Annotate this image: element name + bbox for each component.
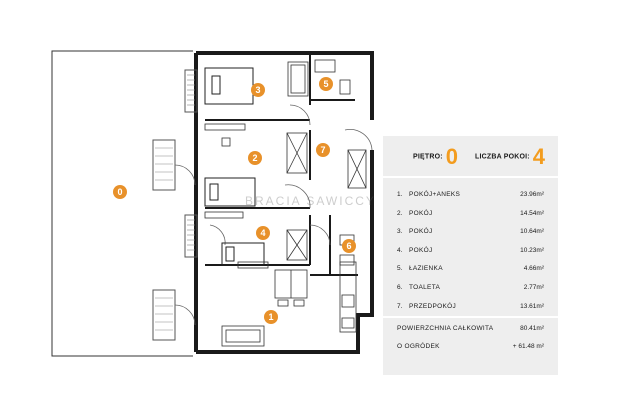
- list-item: 1. POKÓJ+ANEKS 23.96m²: [383, 186, 558, 205]
- room-number: 7.: [397, 302, 403, 310]
- garden-value: + 61.48 m²: [512, 343, 544, 350]
- room-area: 2.77m²: [523, 283, 544, 291]
- room-badge-1: [264, 310, 278, 324]
- balcony-hatching: [155, 74, 195, 331]
- list-item: 6. TOALETA 2.77m²: [383, 279, 558, 298]
- kitchen: [339, 261, 357, 333]
- balcony-left: [152, 69, 198, 341]
- bathroom-fixtures: [287, 59, 355, 266]
- room-area: 23.96m²: [520, 191, 544, 198]
- door-swings: [174, 104, 373, 326]
- room-badge-4: [256, 226, 270, 240]
- rooms-count-label: LICZBA POKOI:: [475, 153, 530, 161]
- exterior-walls: [194, 51, 374, 354]
- room-number: 5.: [397, 265, 403, 273]
- room-badge-label: 6: [346, 241, 351, 251]
- room-badge-6: [342, 239, 356, 253]
- room-number: 3.: [397, 228, 403, 236]
- room-badge-label: 0: [117, 187, 122, 197]
- room-name: POKÓJ+ANEKS: [409, 191, 461, 198]
- room-name: POKÓJ: [409, 228, 433, 236]
- garden-label: O OGRÓDEK: [397, 343, 440, 350]
- room-area: 10.64m²: [520, 228, 544, 236]
- floor-value: 0: [445, 144, 458, 169]
- divider-top: [383, 176, 558, 178]
- furniture-beds: [204, 67, 265, 266]
- room-badge-0: [113, 185, 127, 199]
- interior-walls: [205, 53, 358, 276]
- room-name: PRZEDPOKÓJ: [409, 302, 457, 310]
- garden-outline: [51, 50, 193, 357]
- panel-header: PIĘTRO: 0 LICZBA POKOI: 4: [383, 144, 558, 172]
- floor-label: PIĘTRO:: [413, 153, 443, 161]
- dining-table: [274, 269, 308, 307]
- list-item: 5. ŁAZIENKA 4.66m²: [383, 260, 558, 279]
- room-number: 2.: [397, 209, 403, 217]
- room-area: 14.54m²: [520, 209, 544, 217]
- room-badge-2: [248, 151, 262, 165]
- room-number: 4.: [397, 246, 403, 254]
- rooms-count-info: LICZBA POKOI: 4: [475, 144, 545, 170]
- total-area-value: 80.41m²: [520, 325, 544, 332]
- rooms-count-value: 4: [532, 144, 546, 169]
- room-badge-3: [251, 83, 265, 97]
- room-name: TOALETA: [409, 283, 441, 291]
- room-number: 6.: [397, 283, 403, 291]
- room-name: POKÓJ: [409, 209, 433, 217]
- list-item: 4. POKÓJ 10.23m²: [383, 242, 558, 261]
- list-item: 2. POKÓJ 14.54m²: [383, 205, 558, 224]
- furniture-wardrobes: [286, 132, 367, 261]
- room-badge-label: 2: [252, 153, 257, 163]
- room-badge-5: [319, 77, 333, 91]
- sofa: [221, 325, 265, 347]
- room-area: 10.23m²: [520, 246, 544, 254]
- watermark: BRACIA SAWICCY: [245, 194, 376, 208]
- room-name: POKÓJ: [409, 246, 433, 254]
- floor-info: PIĘTRO: 0: [413, 144, 458, 170]
- room-area: 4.66m²: [523, 265, 544, 273]
- room-badge-label: 5: [323, 79, 328, 89]
- furniture-desks: [204, 123, 269, 269]
- room-area: 13.61m²: [520, 302, 544, 310]
- room-badge-label: 3: [255, 85, 260, 95]
- totals: POWIERZCHNIA CAŁKOWITA 80.41m² O OGRÓDEK…: [383, 320, 558, 356]
- room-badge-label: 7: [320, 145, 325, 155]
- garden-row: O OGRÓDEK + 61.48 m²: [383, 338, 558, 356]
- divider-bottom: [383, 316, 558, 318]
- room-number: 1.: [397, 191, 403, 198]
- room-badges: 0 1 2 3 4 5 6 7: [113, 77, 356, 324]
- room-badge-7: [316, 143, 330, 157]
- room-badge-label: 4: [260, 228, 265, 238]
- total-area-row: POWIERZCHNIA CAŁKOWITA 80.41m²: [383, 320, 558, 338]
- floor-plan: 0 1 2 3 4 5 6 7 BRACIA SAWICCY: [51, 50, 376, 357]
- rooms-list: 1. POKÓJ+ANEKS 23.96m² 2. POKÓJ 14.54m² …: [383, 186, 558, 316]
- total-area-label: POWIERZCHNIA CAŁKOWITA: [397, 325, 494, 332]
- list-item: 3. POKÓJ 10.64m²: [383, 223, 558, 242]
- room-badge-label: 1: [268, 312, 273, 322]
- room-name: ŁAZIENKA: [409, 265, 443, 273]
- info-panel: PIĘTRO: 0 LICZBA POKOI: 4 1. POKÓJ+ANEKS…: [383, 136, 558, 375]
- list-item: 7. PRZEDPOKÓJ 13.61m²: [383, 298, 558, 317]
